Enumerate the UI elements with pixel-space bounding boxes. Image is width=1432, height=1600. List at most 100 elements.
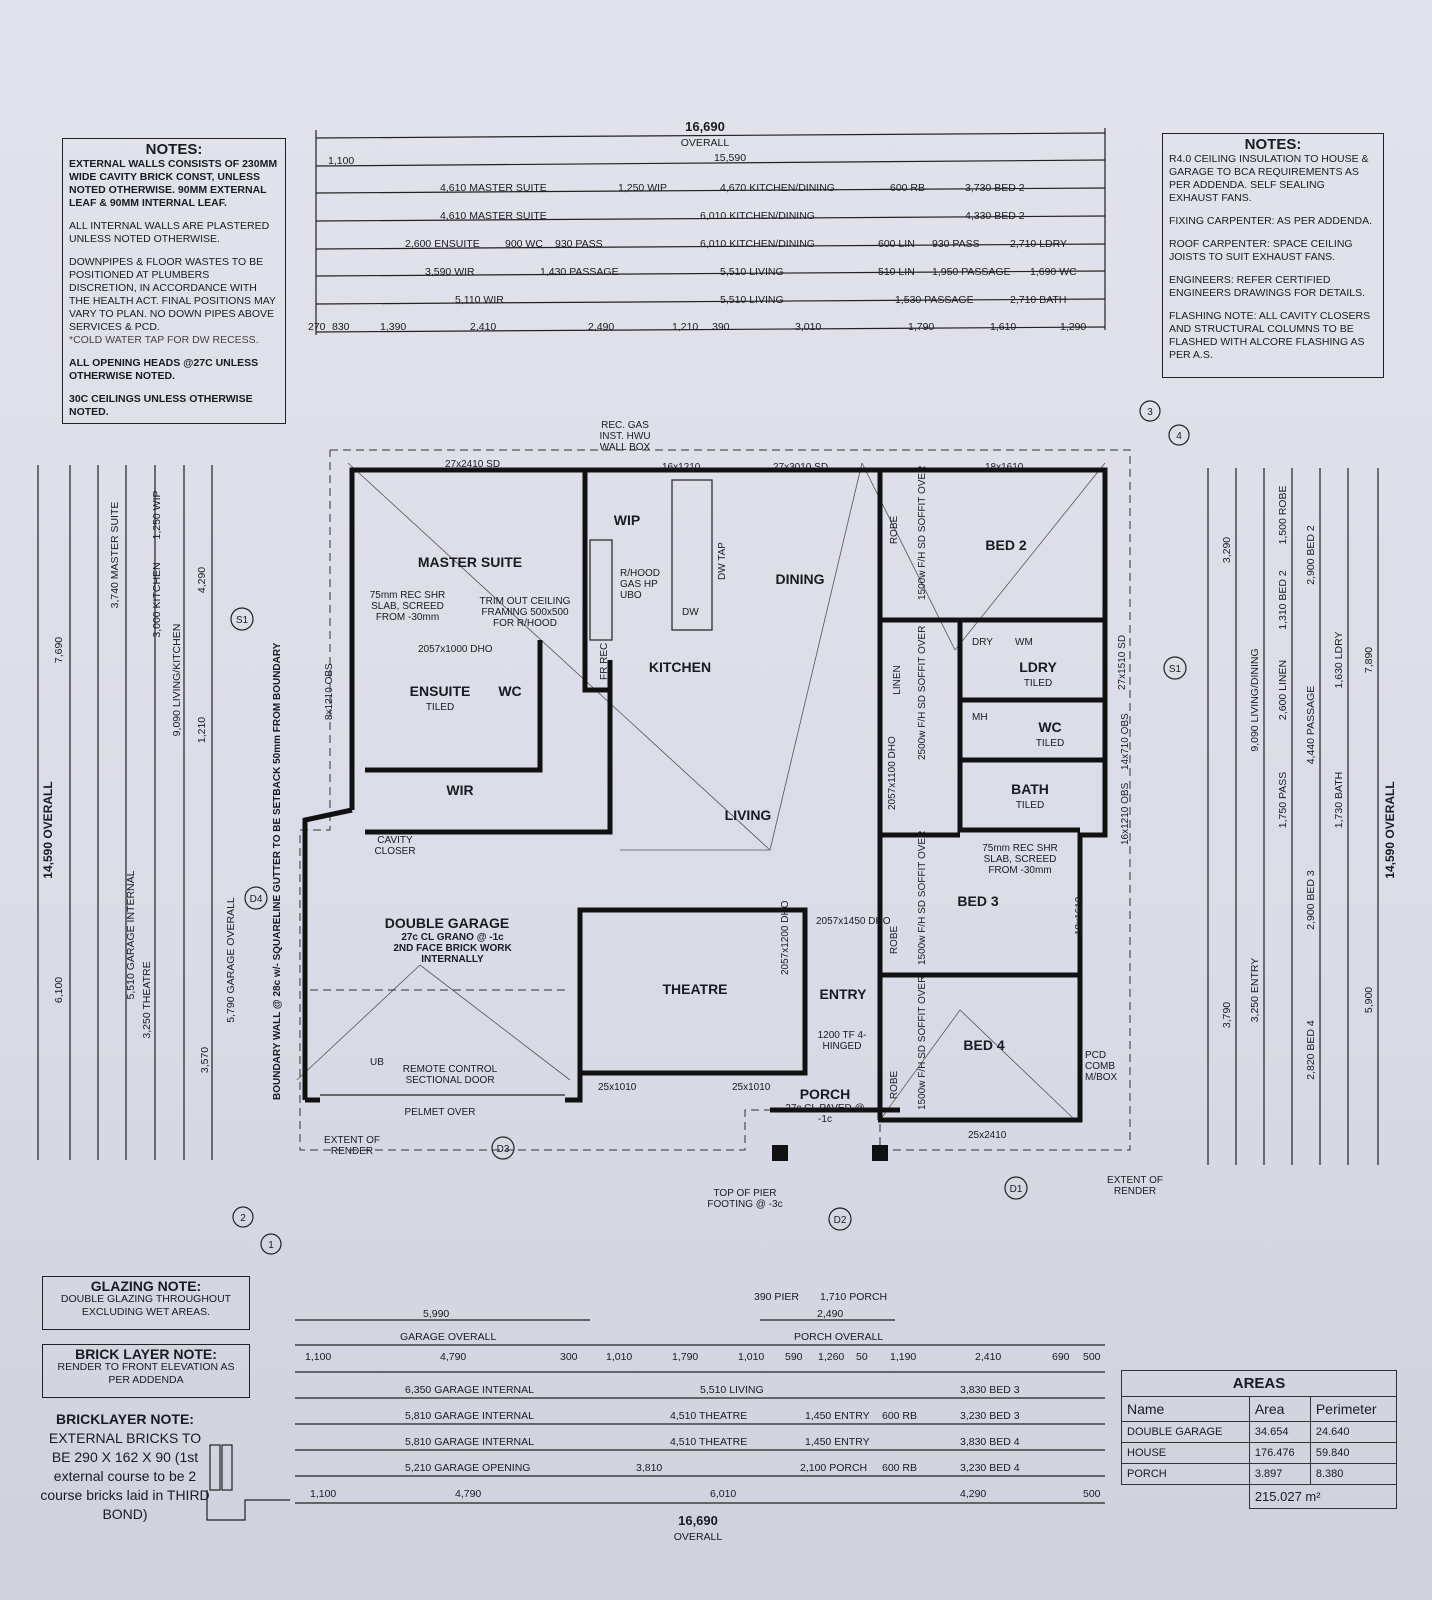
dim-text: 3,010 xyxy=(795,321,821,333)
dim-text: 1,500 ROBE xyxy=(1277,486,1289,545)
dim-text: 5,510 LIVING xyxy=(700,1384,764,1396)
elevation-marker-d3[interactable] xyxy=(491,1136,515,1160)
dim-text: 4,790 xyxy=(455,1488,481,1500)
dim-text: 5,990 xyxy=(423,1308,449,1320)
window-label: 16x1210 OBS xyxy=(1120,782,1131,845)
elevation-marker-d2[interactable] xyxy=(828,1207,852,1231)
glazing-note-text: DOUBLE GLAZING THROUGHOUT EXCLUDING WET … xyxy=(60,1293,232,1318)
dim-text: 4,610 MASTER SUITE xyxy=(440,182,547,194)
notes-left-title: NOTES: xyxy=(145,141,203,158)
dim-text: 1,260 xyxy=(818,1351,844,1363)
window-label: 18x1610 xyxy=(1074,896,1085,935)
note-text: REMOTE CONTROL SECTIONAL DOOR xyxy=(402,1064,498,1086)
dim-text: 3,830 BED 4 xyxy=(960,1436,1020,1448)
note-external-walls: EXTERNAL WALLS CONSISTS OF 230mm WIDE CA… xyxy=(69,158,278,209)
hip-line xyxy=(769,462,863,851)
garage-wall-left xyxy=(302,807,353,1100)
area-name: PORCH xyxy=(1121,1463,1250,1485)
soffit-note: 1500w F/H SD SOFFIT OVER xyxy=(917,976,928,1110)
markers: S1 S1 D1 D2 D3 D4 1 2 3 4 xyxy=(230,400,1190,1255)
section-marker-s1-left[interactable] xyxy=(230,607,254,631)
dim-overall-label: OVERALL xyxy=(674,1531,723,1543)
section-marker-s1-right[interactable] xyxy=(1163,656,1187,680)
dim-text: 500 xyxy=(1083,1351,1101,1363)
dim-text: 930 PASS xyxy=(932,238,980,250)
note-text: R/HOOD GAS HP UBO xyxy=(620,568,660,601)
dim-text: 1,730 BATH xyxy=(1333,772,1345,828)
hip-line xyxy=(959,1009,1076,1121)
note-text: 75mm REC SHR SLAB, SCREED FROM -30mm xyxy=(982,843,1058,876)
elevation-marker-d1[interactable] xyxy=(1004,1176,1028,1200)
room-labels: MASTER SUITE ENSUITE WC WIR WIP KITCHEN … xyxy=(370,512,1064,1102)
room-bed-3: BED 3 xyxy=(957,893,998,909)
note-fixing-carpenter: FIXING CARPENTER: AS PER ADDENDA. xyxy=(1169,215,1373,227)
room-wc: WC xyxy=(1038,719,1061,735)
window-label: 27x2410 SD xyxy=(445,459,500,470)
note-insulation: R4.0 CEILING INSULATION TO HOUSE & GARAG… xyxy=(1169,153,1369,204)
dim-text: 1,690 WC xyxy=(1030,266,1077,278)
kitchen-island xyxy=(671,479,713,631)
dim-text: 5,810 GARAGE INTERNAL xyxy=(405,1410,534,1422)
pier xyxy=(872,1145,888,1161)
note-text: 27c CL PAVED @ -1c xyxy=(785,1103,865,1125)
dim-overall: 16,690 xyxy=(685,119,725,134)
note-downpipes: DOWNPIPES & FLOOR WASTES TO BE POSITIONE… xyxy=(69,256,276,333)
fridge-recess-label: FR REC xyxy=(599,643,610,680)
pier-footing-note: TOP OF PIER FOOTING @ -3c xyxy=(707,1188,782,1210)
dim-text: 1,190 xyxy=(890,1351,916,1363)
eave-line xyxy=(299,449,1131,1151)
note-text: REC. GAS INST. HWU WALL BOX xyxy=(599,420,651,453)
top-dimensions: 16,690 OVERALL 15,590 1,100 4,610 MASTER… xyxy=(308,119,1106,335)
dim-text: 2,490 xyxy=(588,321,614,333)
dim-text: 270 xyxy=(308,321,326,333)
dishwasher-label: DW xyxy=(682,607,699,618)
hip-line xyxy=(419,964,571,1081)
dw-tap-label: DW TAP xyxy=(717,542,728,580)
area-value: 176.476 xyxy=(1248,1442,1311,1464)
window-label: 16x1210 xyxy=(662,462,701,473)
dim-text: 1,250 WIP xyxy=(618,182,667,194)
dim-line xyxy=(315,243,1106,250)
grid-marker-1[interactable] xyxy=(260,1233,282,1255)
grid-marker-4[interactable] xyxy=(1168,424,1190,446)
dim-text: 3,250 ENTRY xyxy=(1249,958,1261,1023)
note-cold-tap: *COLD WATER TAP FOR DW RECESS. xyxy=(69,334,259,346)
dim-text: 14,590 OVERALL xyxy=(41,781,55,878)
room-dining: DINING xyxy=(776,571,825,587)
window-label: 27x3010 SD xyxy=(773,462,828,473)
grid-marker-2[interactable] xyxy=(232,1206,254,1228)
dim-text: 1,390 xyxy=(380,321,406,333)
door-1200-note: 1200 TF 4-HINGED xyxy=(818,1030,867,1052)
marker-label: 4 xyxy=(1176,431,1182,442)
marker-label: D2 xyxy=(834,1215,847,1226)
room-bath: BATH xyxy=(1011,781,1049,797)
dim-text: 930 PASS xyxy=(555,238,603,250)
dim-text: 1,100 xyxy=(310,1488,336,1500)
tiled-label: TILED xyxy=(426,702,454,713)
areas-title: AREAS xyxy=(1121,1370,1397,1397)
dim-text: 9,090 LIVING/DINING xyxy=(1249,648,1261,751)
marker-label: S1 xyxy=(236,615,249,626)
pier xyxy=(772,1145,788,1161)
marker-label: 2 xyxy=(240,1213,246,1224)
elevation-marker-d4[interactable] xyxy=(244,886,268,910)
dim-text: 5,900 xyxy=(1363,987,1375,1013)
marker-label: D4 xyxy=(250,894,263,905)
dim-offset: 1,100 xyxy=(328,155,354,167)
dim-line xyxy=(315,132,1106,139)
dim-text: 5,510 LIVING xyxy=(720,294,784,306)
room-robe: ROBE xyxy=(889,1071,900,1100)
dim-text: 1,530 PASSAGE xyxy=(895,294,974,306)
dim-text: 1,630 LDRY xyxy=(1333,631,1345,688)
dim-text: 14,590 OVERALL xyxy=(1383,781,1397,878)
notes-right: NOTES: R4.0 CEILING INSULATION TO HOUSE … xyxy=(1162,133,1384,378)
dim-text: 4,440 PASSAGE xyxy=(1305,686,1317,765)
room-kitchen: KITCHEN xyxy=(649,659,711,675)
dim-text: 5,510 GARAGE INTERNAL xyxy=(125,870,137,999)
grid-marker-3[interactable] xyxy=(1139,400,1161,422)
area-perimeter: 8.380 xyxy=(1309,1463,1398,1485)
dim-text: 600 RB xyxy=(882,1410,917,1422)
